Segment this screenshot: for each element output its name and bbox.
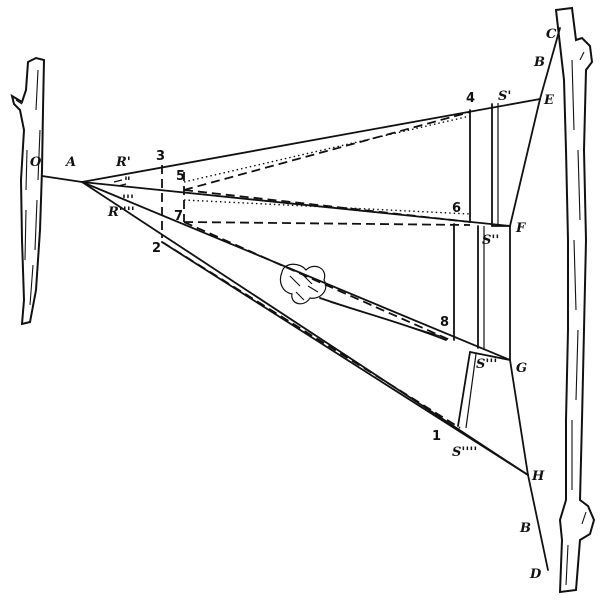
labels: O A R' " ''' R'''' 3 5 7 2 4 S' E 6 S'' …: [30, 27, 557, 582]
label-S3: S''': [476, 357, 497, 372]
label-F: F: [515, 221, 526, 236]
label-6: 6: [452, 201, 461, 216]
label-R1: R': [115, 155, 131, 170]
left-tree: [10, 56, 46, 326]
label-G: G: [516, 361, 527, 376]
label-S1: S': [498, 89, 511, 104]
label-R2: ": [124, 175, 131, 190]
label-4: 4: [466, 91, 475, 106]
label-O: O: [30, 155, 42, 170]
label-R4: R'''': [107, 205, 135, 220]
label-2: 2: [152, 241, 161, 256]
right-tree: [554, 6, 596, 594]
label-5: 5: [176, 169, 185, 184]
label-E: E: [543, 93, 555, 108]
label-S2: S'': [482, 233, 499, 248]
label-H: H: [531, 469, 545, 484]
label-7: 7: [174, 209, 183, 224]
label-R3: ''': [122, 193, 134, 208]
label-A: A: [64, 155, 76, 170]
baseline-cd: [509, 27, 561, 571]
label-3: 3: [156, 149, 165, 164]
label-B-top: B: [533, 55, 545, 70]
tick-marks: [113, 179, 127, 187]
label-1: 1: [432, 429, 441, 444]
label-D: D: [529, 567, 542, 582]
construction-lines: [161, 111, 471, 429]
label-8: 8: [440, 315, 449, 330]
label-S4: S'''': [452, 445, 477, 460]
section-lines: [453, 103, 511, 429]
label-C: C: [546, 27, 557, 42]
bush-obstacle: [279, 263, 447, 341]
label-B-bottom: B: [519, 521, 531, 536]
